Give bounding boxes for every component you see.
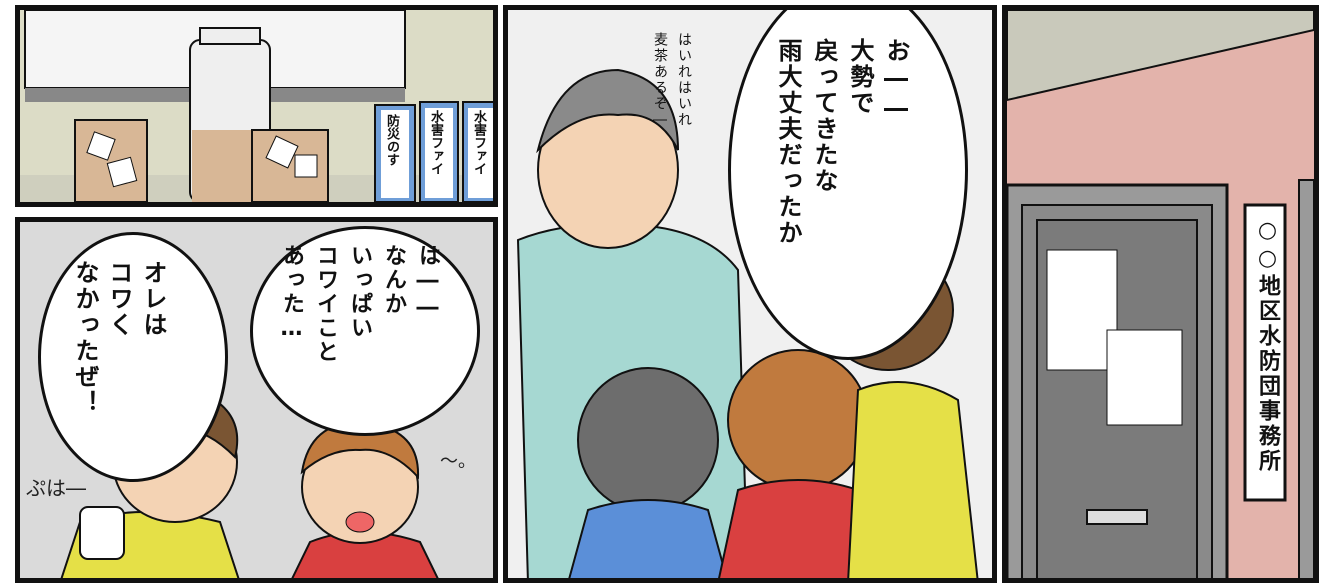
panel-greeting: お―― 大勢で 戻ってきたな 雨大丈夫だったか はいれはいれ 麦茶あるぞ― <box>503 5 997 583</box>
speech-right-line-1: は―― <box>415 244 440 322</box>
panel-drinks-art <box>20 10 493 202</box>
binder-label-1: 防災のす <box>384 114 399 166</box>
aside-line-1: はいれはいれ <box>676 32 692 128</box>
speech-right-line-4: コワイこと <box>313 244 338 364</box>
glass-right-icon <box>251 129 329 202</box>
glass-left-icon <box>74 119 148 202</box>
binder-label-3: 水害ファイ <box>471 110 486 175</box>
speech-right-line-5: あった… <box>279 244 304 343</box>
speech-main-line-3: 戻ってきたな <box>810 38 838 194</box>
speech-main-line-4: 雨大丈夫だったか <box>774 38 802 246</box>
sfx-puha: ぷは― <box>26 476 86 500</box>
aside-line-2: 麦茶あるぞ― <box>652 32 668 130</box>
speech-left-line-3: なかったぜ！ <box>71 260 99 416</box>
speech-main-text: お―― 大勢で 戻ってきたな 雨大丈夫だったか <box>770 38 914 338</box>
speech-main-line-1: お―― <box>882 38 910 124</box>
speech-bubble-main <box>728 10 968 360</box>
speech-main-line-2: 大勢で <box>846 38 874 116</box>
speech-left-line-2: コワく <box>105 260 133 338</box>
panel-entrance: ○○地区水防団事務所 <box>1002 5 1319 583</box>
panel-kids: オレは コワく なかったぜ！ は―― なんか いっぱい コワイこと あった… ぷ… <box>15 217 498 583</box>
speech-bubble-left <box>38 232 228 482</box>
speech-left-text: オレは コワく なかったぜ！ <box>68 260 170 460</box>
sfx-sigh: ～。 <box>440 451 476 472</box>
panel-entrance-art <box>1007 10 1314 578</box>
speech-right-text: は―― なんか いっぱい コワイこと あった… <box>274 244 444 414</box>
speech-right-line-2: なんか <box>381 244 406 316</box>
aside-text: はいれはいれ 麦茶あるぞ― <box>648 32 696 130</box>
office-sign: ○○地区水防団事務所 <box>1255 218 1280 474</box>
speech-left-line-1: オレは <box>139 260 167 338</box>
binder-label-2: 水害ファイ <box>428 110 443 175</box>
panel-drinks: 防災のす 水害ファイ 水害ファイ <box>15 5 498 207</box>
speech-right-line-3: いっぱい <box>347 244 372 340</box>
speech-bubble-right <box>250 226 480 436</box>
